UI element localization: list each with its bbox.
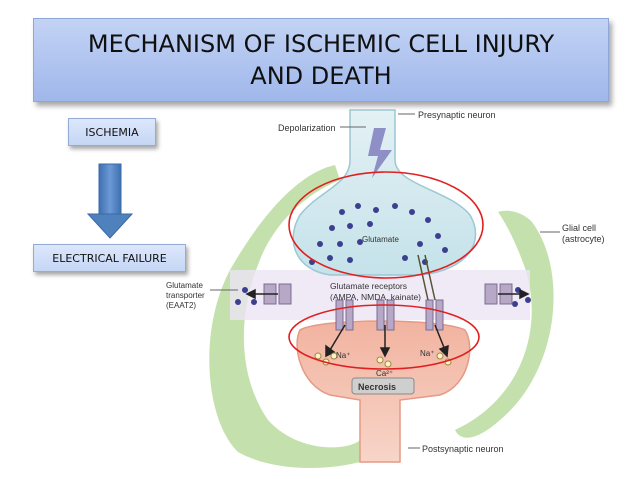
transporter-label-3: (EAAT2) (166, 301, 196, 310)
presynaptic-neuron (292, 109, 477, 276)
postsynaptic-highlight (288, 304, 480, 370)
presynaptic-label: Presynaptic neuron (418, 110, 496, 120)
postsynaptic-neuron (296, 320, 471, 463)
title-banner: MECHANISM OF ISCHEMIC CELL INJURY AND DE… (33, 18, 609, 102)
glutamate-dots (235, 203, 531, 307)
down-arrow (86, 163, 134, 239)
transporter-label-2: transporter (166, 291, 205, 300)
transporter-label-1: Glutamate (166, 281, 203, 290)
postsynaptic-label: Postsynaptic neuron (422, 444, 504, 454)
leader-lines (210, 113, 560, 449)
ischemia-label: ISCHEMIA (85, 125, 139, 139)
flow-arrows (245, 254, 530, 358)
sodium-label-right: Na⁺ (420, 349, 434, 358)
glial-label-1: Glial cell (562, 223, 596, 233)
glial-label-2: (astrocyte) (562, 234, 605, 244)
electrical-failure-label: ELECTRICAL FAILURE (52, 251, 167, 265)
receptors-label-1: Glutamate receptors (330, 281, 407, 291)
page-title: MECHANISM OF ISCHEMIC CELL INJURY AND DE… (87, 30, 555, 90)
calcium-label: Ca²⁺ (376, 369, 393, 378)
presynaptic-highlight (288, 171, 484, 279)
ischemia-box: ISCHEMIA (68, 118, 156, 146)
receptors (263, 283, 513, 331)
depolarization-label: Depolarization (278, 123, 336, 133)
receptors-label-2: (AMPA, NMDA, kainate) (330, 292, 421, 302)
electrical-failure-box: ELECTRICAL FAILURE (33, 244, 186, 272)
necrosis-label: Necrosis (358, 382, 396, 392)
sodium-label-left: Na⁺ (336, 351, 350, 360)
glutamate-label: Glutamate (362, 235, 399, 244)
